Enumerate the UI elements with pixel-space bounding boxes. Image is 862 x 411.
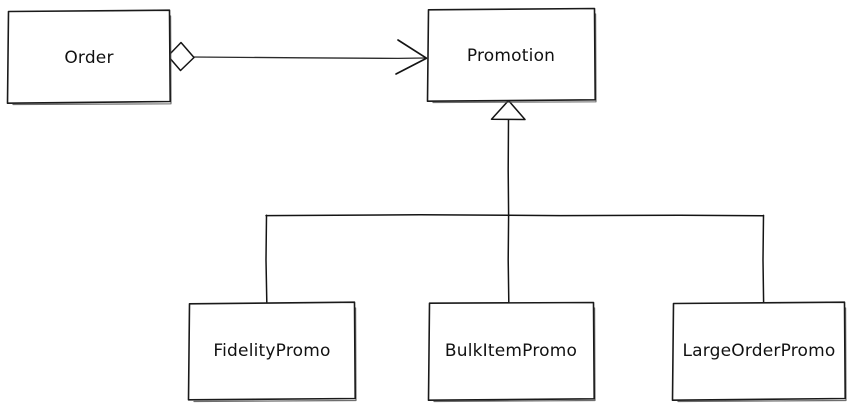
large-order-promo-class-label: LargeOrderPromo xyxy=(682,341,835,361)
drop-line-fidelity-promo xyxy=(265,214,268,303)
order-box-outline xyxy=(6,9,171,104)
class-box-order[interactable]: Order xyxy=(6,9,172,106)
class-box-fidelity-promo[interactable]: FidelityPromo xyxy=(187,301,357,403)
edges-layer xyxy=(167,39,765,303)
edge-order-uses-promotion[interactable] xyxy=(167,39,428,75)
bulk-item-promo-box-outline xyxy=(427,301,595,401)
drop-line-bulk-item-promo xyxy=(507,214,510,303)
promotion-box-outline xyxy=(426,7,596,102)
large-order-promo-box-outline xyxy=(671,301,846,401)
class-box-large-order-promo[interactable]: LargeOrderPromo xyxy=(671,301,847,403)
order-box-shadow xyxy=(12,15,172,106)
bulk-item-promo-box-shadow xyxy=(433,307,596,403)
fidelity-promo-box-outline xyxy=(187,301,356,401)
promotion-class-label: Promotion xyxy=(467,46,555,66)
class-box-promotion[interactable]: Promotion xyxy=(426,7,597,104)
promotion-box-shadow xyxy=(432,13,597,104)
inheritance-bus-line xyxy=(265,214,765,217)
drop-line-large-order-promo xyxy=(762,214,765,303)
bulk-item-promo-class-label: BulkItemPromo xyxy=(445,341,577,361)
order-class-label: Order xyxy=(64,48,113,68)
fidelity-promo-class-label: FidelityPromo xyxy=(213,341,330,361)
aggregation-diamond-icon xyxy=(167,41,195,72)
inheritance-triangle-icon xyxy=(490,99,526,121)
fidelity-promo-box-shadow xyxy=(193,307,357,403)
class-box-bulk-item-promo[interactable]: BulkItemPromo xyxy=(427,301,596,403)
association-line xyxy=(191,56,426,60)
edge-generalization-trunk[interactable] xyxy=(490,99,526,217)
large-order-promo-box-shadow xyxy=(677,307,847,403)
open-arrowhead-icon xyxy=(395,39,428,75)
